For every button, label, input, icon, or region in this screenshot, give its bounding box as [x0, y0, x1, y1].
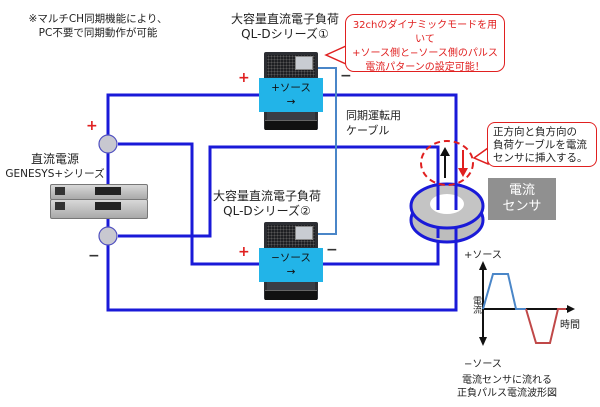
waveform-caption: 電流センサに流れる 正負パルス電流波形図 — [452, 374, 562, 400]
callout-right-line-2: 負荷ケーブルを電流 — [493, 139, 587, 151]
callout-top-line-1: 32chのダイナミックモードを用いて — [352, 20, 498, 45]
right-arrow-icon: → — [286, 266, 296, 278]
current-sensor-label: 電流 センサ — [488, 178, 556, 220]
sensor-label-line-1: 電流 — [508, 183, 535, 198]
down-arrow-icon — [458, 150, 468, 177]
load1-minus-sign: − — [340, 68, 352, 84]
sync-note: ※マルチCH同期機能により、 PC不要で同期動作が可能 — [18, 12, 178, 40]
negative-pulse — [525, 308, 566, 344]
load2-title-line-1: 大容量直流電子負荷 — [212, 189, 321, 203]
wire-psu-plus-to-load1 — [106, 93, 262, 140]
load1-source-label: +ソース — [271, 82, 311, 94]
highlight-dashed-circle — [420, 140, 474, 186]
psu-title: 直流電源 GENESYS+シリーズ — [0, 152, 110, 182]
psu-unit-2 — [50, 199, 148, 219]
callout-right-line-3: センサに挿入する。 — [493, 152, 588, 164]
callout-right-tail — [472, 146, 489, 166]
load2-source-box: −ソース → — [259, 248, 323, 282]
psu-minus-sign: − — [88, 248, 100, 264]
psu-minus-node — [98, 226, 118, 246]
load2-title: 大容量直流電子負荷 QL-Dシリーズ② — [207, 189, 327, 219]
callout-top-tail — [324, 44, 347, 66]
load1-title-line-1: 大容量直流電子負荷 — [230, 12, 339, 26]
sync-cable-line-1: 同期運転用 — [346, 109, 401, 122]
sync-cable — [306, 67, 337, 235]
psu-unit-1 — [50, 184, 148, 200]
waveform-caption-line-1: 電流センサに流れる — [462, 375, 552, 386]
callout-top-line-2: +ソース側と−ソース側のパルス — [352, 48, 498, 59]
waveform-y-axis-label: 電流 — [471, 296, 481, 314]
load2-minus-sign: − — [326, 242, 338, 258]
positive-pulse — [482, 273, 526, 310]
sync-cable-line-2: ケーブル — [346, 124, 390, 137]
psu-plus-node — [98, 134, 118, 154]
sync-cable-label: 同期運転用 ケーブル — [346, 108, 401, 138]
callout-right-line-1: 正方向と負方向の — [493, 126, 577, 138]
sensor-label-line-2: センサ — [502, 199, 542, 214]
psu-title-line-1: 直流電源 — [30, 152, 79, 166]
callout-top: 32chのダイナミックモードを用いて +ソース側と−ソース側のパルス 電流パター… — [345, 14, 505, 73]
load2-title-line-2: QL-Dシリーズ② — [223, 204, 311, 218]
psu-plus-sign: + — [86, 118, 98, 134]
psu-title-line-2: GENESYS+シリーズ — [5, 168, 105, 180]
callout-right: 正方向と負方向の 負荷ケーブルを電流 センサに挿入する。 — [487, 122, 597, 167]
load2-plus-sign: + — [238, 244, 250, 260]
current-sensor-toroid — [409, 182, 485, 244]
wire-psu-plus-to-load2 — [118, 142, 262, 266]
up-arrow-icon — [440, 147, 450, 178]
note-line-1: ※マルチCH同期機能により、 — [28, 13, 168, 25]
load1-title-line-2: QL-Dシリーズ① — [241, 27, 329, 41]
callout-top-line-3: 電流パターンの設定可能！ — [365, 62, 485, 73]
waveform-positive-label: +ソース — [464, 250, 502, 261]
load1-plus-sign: + — [238, 70, 250, 86]
load1-title: 大容量直流電子負荷 QL-Dシリーズ① — [225, 12, 345, 42]
waveform-x-axis-label: 時間 — [560, 320, 580, 331]
waveform-negative-label: −ソース — [464, 359, 502, 370]
note-line-2: PC不要で同期動作が可能 — [38, 27, 158, 39]
waveform-caption-line-2: 正負パルス電流波形図 — [457, 388, 557, 399]
load2-source-label: −ソース — [271, 252, 311, 264]
right-arrow-icon: → — [286, 96, 296, 108]
load1-source-box: +ソース → — [259, 78, 323, 112]
waveform-chart — [479, 261, 575, 346]
